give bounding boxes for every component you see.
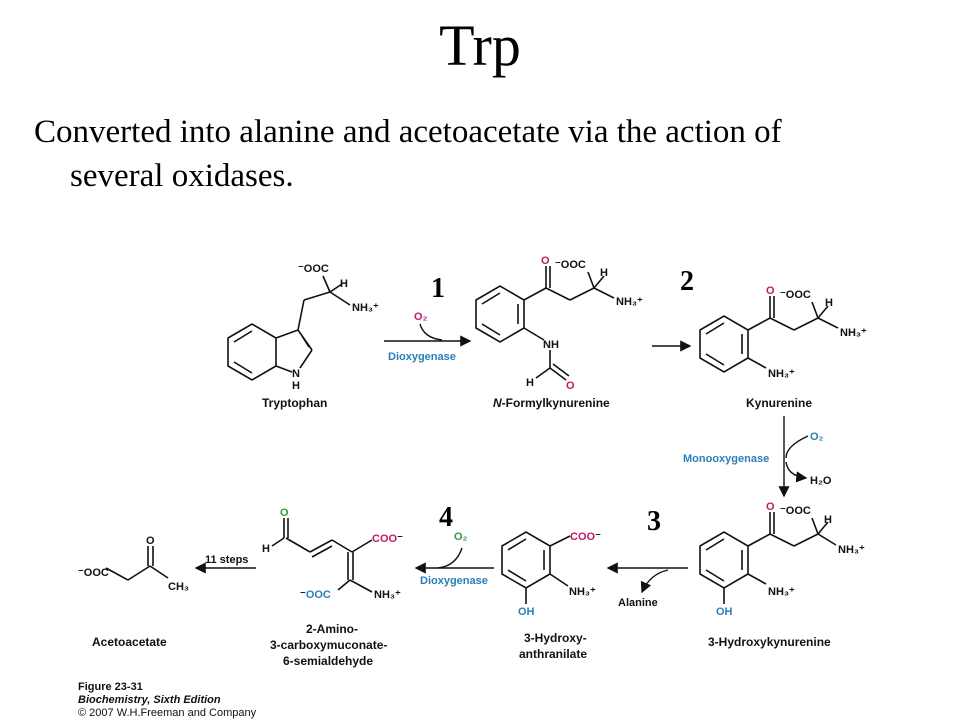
- ha-carboxylate-label: COO⁻: [570, 531, 601, 543]
- hk-amine-label: NH₃⁺: [838, 544, 865, 556]
- kynurenine-name: Kynurenine: [746, 396, 812, 410]
- aa-ketone-o-label: O: [146, 535, 155, 547]
- step-number-3: 3: [647, 506, 661, 537]
- step-number-2: 2: [680, 266, 694, 297]
- kyn-carboxylate-label: ⁻OOC: [780, 289, 811, 301]
- tryptophan-amine-label: NH₃⁺: [352, 302, 379, 314]
- acetoacetate-name: Acetoacetate: [92, 635, 167, 649]
- ha-hydroxyl-label: OH: [518, 606, 535, 618]
- tryptophan-carboxylate-label: ⁻OOC: [298, 263, 329, 275]
- ha-coo-c: COO: [570, 531, 596, 543]
- sa-ooc-charge: ⁻: [300, 589, 306, 601]
- nfk-h-label: H: [600, 267, 608, 279]
- nfk-name-rest: -Formylkynurenine: [502, 396, 610, 410]
- nfk-name-prefix: N: [493, 396, 502, 410]
- tryptophan-name: Tryptophan: [262, 396, 327, 410]
- sa-coo-charge: ⁻: [397, 533, 403, 545]
- slide-body-text: Converted into alanine and acetoacetate …: [34, 110, 914, 198]
- kynurenine-structure: [699, 296, 839, 373]
- kyn-aryl-amine-label: NH₃⁺: [768, 368, 795, 380]
- step3-alanine-label: Alanine: [618, 597, 658, 609]
- figure-caption-book: Biochemistry, Sixth Edition: [78, 694, 221, 706]
- step4-o2-label: O₂: [454, 531, 468, 543]
- hk-aryl-amine-label: NH₃⁺: [768, 586, 795, 598]
- acetoacetate-structure: [105, 546, 169, 581]
- body-line-1: Converted into alanine and acetoacetate …: [34, 114, 782, 150]
- sa-amine-label: NH₃⁺: [374, 589, 401, 601]
- anthranilate-name-line1: 3-Hydroxy-: [524, 631, 587, 645]
- n-formylkynurenine-structure: [475, 266, 615, 381]
- kyn-amine-label: NH₃⁺: [840, 327, 867, 339]
- step3-alanine-curve: [640, 569, 669, 594]
- sa-coo-c: COO: [372, 533, 398, 545]
- hk-carboxylate-label: ⁻OOC: [780, 505, 811, 517]
- figure-caption-copyright: © 2007 W.H.Freeman and Company: [78, 707, 257, 719]
- nfk-ketone-o-label: O: [541, 255, 550, 267]
- step1-o2-label: O₂: [414, 311, 428, 323]
- aa-carboxylate-label: ⁻OOC: [78, 567, 109, 579]
- kyn-h-label: H: [825, 297, 833, 309]
- sa-carboxylate-label: COO⁻: [372, 533, 403, 545]
- nfk-formyl-h-label: H: [526, 377, 534, 389]
- step1-enzyme-dioxygenase: Dioxygenase: [388, 351, 456, 363]
- step-number-1: 1: [431, 273, 445, 304]
- step-number-4: 4: [439, 502, 453, 533]
- eleven-steps-label: 11 steps: [205, 554, 248, 566]
- tryptophan-n-label: N: [292, 368, 300, 380]
- body-line-2: several oxidases.: [70, 158, 294, 194]
- tryptophan-h-label: H: [340, 278, 348, 290]
- semialdehyde-structure: [271, 518, 373, 593]
- hydroxykynurenine-structure: [699, 512, 837, 604]
- aa-methyl-label: CH₃: [168, 581, 189, 593]
- semialdehyde-name-line2: 3-carboxymuconate-: [270, 638, 387, 652]
- hk-h-label: H: [824, 514, 832, 526]
- hydroxykynurenine-name: 3-Hydroxykynurenine: [708, 635, 831, 649]
- tryptophan-structure: ⁻OOC H NH₃⁺ N H: [227, 263, 379, 392]
- step1-o2-curve: [419, 323, 443, 341]
- slide-title: Trp: [439, 13, 521, 78]
- semialdehyde-name-line3: 6-semialdehyde: [283, 654, 373, 668]
- kyn-ketone-o-label: O: [766, 285, 775, 297]
- ha-coo-charge: ⁻: [595, 531, 601, 543]
- nfk-amine-label: NH₃⁺: [616, 296, 643, 308]
- sa-aldehyde-h-label: H: [262, 543, 270, 555]
- hydroxyanthranilate-structure: [501, 531, 571, 604]
- monooxygenase-o2-curve: [785, 435, 809, 459]
- ha-amine-label: NH₃⁺: [569, 586, 596, 598]
- semialdehyde-name-line1: 2-Amino-: [306, 622, 358, 636]
- monooxygenase-enzyme-label: Monooxygenase: [683, 453, 769, 465]
- sa-carboxylate2-label: ⁻OOC: [300, 589, 331, 601]
- hk-hydroxyl-label: OH: [716, 606, 733, 618]
- sa-ooc-c: OOC: [306, 589, 331, 601]
- nfk-nh-label: NH: [543, 339, 559, 351]
- monooxygenase-h2o-label: H₂O: [810, 475, 832, 487]
- nfk-carboxylate-label: ⁻OOC: [555, 259, 586, 271]
- anthranilate-name-line2: anthranilate: [519, 647, 587, 661]
- nfk-formyl-o-label: O: [566, 380, 575, 392]
- tryptophan-nh-h-label: H: [292, 380, 300, 392]
- sa-aldehyde-o-label: O: [280, 507, 289, 519]
- figure-caption-number: Figure 23-31: [78, 681, 143, 693]
- step4-o2-curve: [437, 547, 463, 569]
- n-formylkynurenine-name: N-Formylkynurenine: [493, 396, 610, 410]
- step4-enzyme-dioxygenase: Dioxygenase: [420, 575, 488, 587]
- monooxygenase-o2-label: O₂: [810, 431, 824, 443]
- monooxygenase-h2o-curve: [785, 461, 808, 483]
- hk-ketone-o-label: O: [766, 501, 775, 513]
